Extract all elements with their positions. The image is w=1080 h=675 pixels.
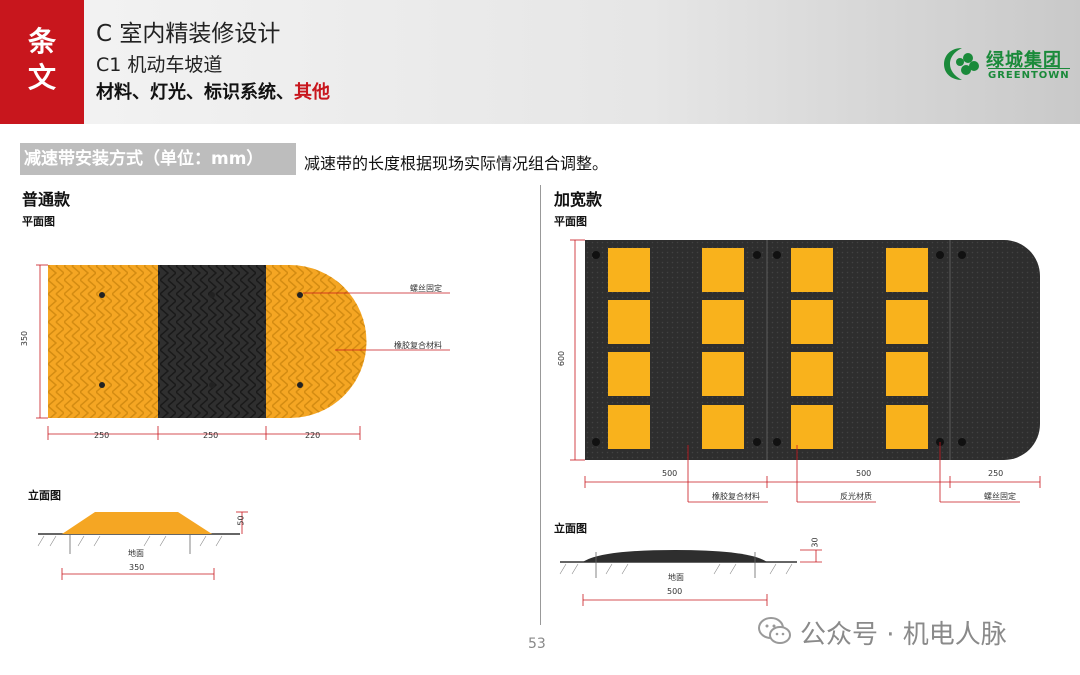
- topics-highlight: 其他: [294, 82, 330, 103]
- right-dim-width-3: 250: [988, 469, 1004, 478]
- section-note: 减速带的长度根据现场实际情况组合调整。: [304, 154, 609, 173]
- right-heading: 加宽款: [554, 190, 603, 209]
- logo-text-en: GREENTOWN: [988, 68, 1070, 81]
- left-dim-width-2: 250: [203, 431, 219, 440]
- wechat-icon: [758, 617, 791, 644]
- left-dim-width-1: 250: [94, 431, 110, 440]
- right-elev-height: 30: [810, 537, 820, 548]
- side-label-char-2: 文: [27, 61, 56, 94]
- right-callout-screw: 螺丝固定: [984, 492, 1016, 501]
- left-elev-ground: 地面: [128, 549, 144, 558]
- left-elev-width: 350: [129, 563, 145, 572]
- topics-prefix: 材料、灯光、标识系统、: [96, 82, 294, 103]
- right-dim-width-1: 500: [662, 469, 678, 478]
- left-elev-height: 50: [236, 515, 246, 526]
- right-dim-width-2: 500: [856, 469, 872, 478]
- greentown-logo-icon: [944, 48, 979, 80]
- page-subtitle: C1 机动车坡道: [96, 54, 223, 76]
- left-heading: 普通款: [22, 190, 71, 209]
- page-title: C 室内精装修设计: [96, 21, 281, 47]
- right-dim-height: 600: [557, 350, 567, 367]
- right-callout-reflective: 反光材质: [840, 492, 872, 501]
- page-number: 53: [528, 636, 546, 652]
- topics-line: 材料、灯光、标识系统、其他: [96, 78, 330, 104]
- section-label: 减速带安装方式（单位：mm）: [20, 143, 296, 175]
- left-callout-screw: 螺丝固定: [410, 284, 442, 293]
- left-elev-label: 立面图: [28, 489, 61, 502]
- watermark-text: 公众号 · 机电人脉: [800, 620, 1007, 650]
- left-elevation-profile: [62, 512, 212, 534]
- right-elev-label: 立面图: [554, 522, 587, 535]
- right-elevation-profile: [583, 550, 767, 562]
- left-callout-rubber: 橡胶复合材料: [394, 341, 442, 350]
- reflective-pads: [608, 248, 928, 449]
- left-dim-height: 350: [20, 330, 30, 347]
- column-divider: [540, 185, 541, 625]
- side-label-char-1: 条: [27, 25, 56, 58]
- right-plan-label: 平面图: [554, 215, 587, 228]
- right-elev-width: 500: [667, 587, 683, 596]
- side-label-block: 条 文: [0, 0, 84, 124]
- right-elev-ground: 地面: [668, 573, 684, 582]
- header-bar: [0, 0, 1080, 124]
- left-plan-label: 平面图: [22, 215, 55, 228]
- logo-text-cn: 绿城集团: [986, 50, 1062, 71]
- left-dim-width-3: 220: [305, 431, 321, 440]
- right-callout-rubber: 橡胶复合材料: [712, 492, 760, 501]
